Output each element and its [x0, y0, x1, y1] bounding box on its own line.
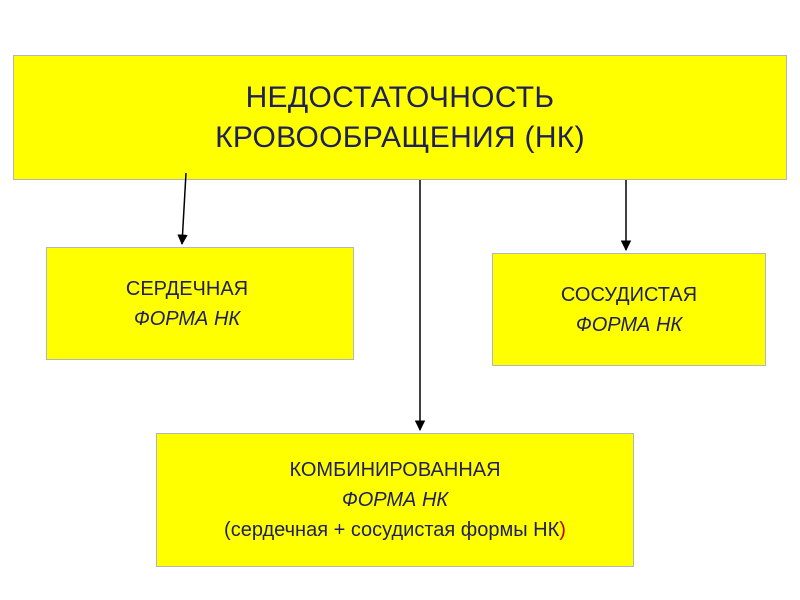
root-node-circulatory-failure: НЕДОСТАТОЧНОСТЬ КРОВООБРАЩЕНИЯ (НК): [13, 55, 787, 180]
vascular-node-line-2: ФОРМА НК: [575, 313, 683, 336]
combined-node-line-1: КОМБИНИРОВАННАЯ: [289, 459, 501, 481]
arrow-to-cardiac-form: [177, 172, 188, 246]
combined-node-open-paren: (: [224, 519, 231, 541]
root-node-line-2: КРОВООБРАЩЕНИЯ (НК): [215, 120, 585, 154]
node-cardiac-form: СЕРДЕЧНАЯ ФОРМА НК: [46, 247, 354, 360]
combined-node-description: сердечная + сосудистая формы НК: [230, 519, 560, 541]
node-vascular-form: СОСУДИСТАЯ ФОРМА НК: [492, 253, 766, 366]
vascular-node-line-1: СОСУДИСТАЯ: [560, 283, 698, 306]
root-node-line-1: НЕДОСТАТОЧНОСТЬ: [245, 80, 555, 114]
combined-node-line-3: (сердечная + сосудистая формы НК): [224, 515, 566, 545]
cardiac-node-line-2: ФОРМА НК: [133, 307, 241, 330]
combined-node-close-paren: ): [559, 519, 566, 541]
cardiac-node-line-1: СЕРДЕЧНАЯ: [125, 277, 249, 300]
node-combined-form: КОМБИНИРОВАННАЯ ФОРМА НК (сердечная + со…: [156, 433, 634, 567]
combined-node-line-2: ФОРМА НК: [341, 489, 449, 511]
